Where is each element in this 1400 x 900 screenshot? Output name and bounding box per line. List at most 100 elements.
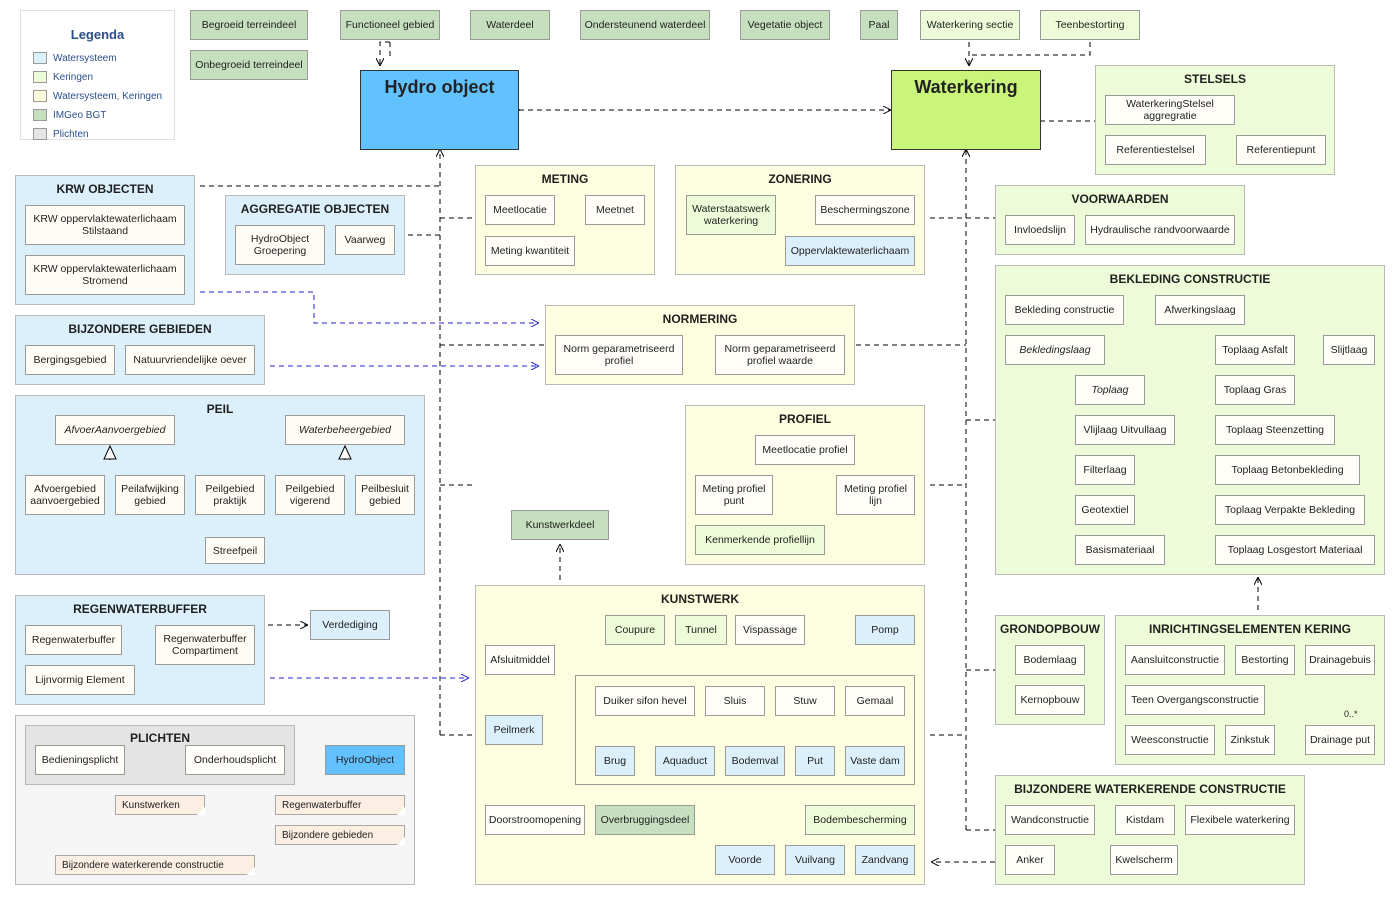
stuw-box[interactable]: Stuw: [775, 686, 835, 716]
meting-kwantiteit-box[interactable]: Meting kwantiteit: [485, 236, 575, 266]
vaste-dam-box[interactable]: Vaste dam: [845, 746, 905, 776]
referentiepunt-box[interactable]: Referentiepunt: [1236, 135, 1326, 165]
afwerkingslaag-box[interactable]: Afwerkingslaag: [1155, 295, 1245, 325]
bijzondere-gebieden-note[interactable]: Bijzondere gebieden: [275, 825, 405, 845]
wandconstructie-box[interactable]: Wandconstructie: [1005, 805, 1095, 835]
peilgebied-praktijk-box[interactable]: Peilgebied praktijk: [195, 475, 265, 515]
verdediging-box[interactable]: Verdediging: [310, 610, 390, 640]
lijnvormig-element-box[interactable]: Lijnvormig Element: [25, 665, 135, 695]
overbruggingsdeel-box[interactable]: Overbruggingsdeel: [595, 805, 695, 835]
toplaag-betonbekleding-box[interactable]: Toplaag Betonbekleding: [1215, 455, 1360, 485]
teen-overgangsconstructie-box[interactable]: Teen Overgangsconstructie: [1125, 685, 1265, 715]
doorstroomopening-box[interactable]: Doorstroomopening: [485, 805, 585, 835]
afvoergebied-aanvoergebied-box[interactable]: Afvoergebied aanvoergebied: [25, 475, 105, 515]
bekleding-constructie-box[interactable]: Bekleding constructie: [1005, 295, 1124, 325]
flexibele-waterkering-box[interactable]: Flexibele waterkering: [1185, 805, 1295, 835]
meting-profiel-lijn-box[interactable]: Meting profiel lijn: [836, 475, 915, 515]
onbegroeid-terreindeel-box[interactable]: Onbegroeid terreindeel: [190, 50, 308, 80]
drainagebuis-box[interactable]: Drainagebuis: [1305, 645, 1375, 675]
regenwaterbuffer-note[interactable]: Regenwaterbuffer: [275, 795, 405, 815]
peilafwijking-gebied-box[interactable]: Peilafwijking gebied: [115, 475, 185, 515]
norm-geparametriseerd-profiel-box[interactable]: Norm geparametriseerd profiel: [555, 335, 683, 375]
kunstwerkdeel-box[interactable]: Kunstwerkdeel: [511, 510, 609, 540]
meting-profiel-punt-box[interactable]: Meting profiel punt: [695, 475, 773, 515]
kunstwerken-note[interactable]: Kunstwerken: [115, 795, 205, 815]
waterbeheergebied-box[interactable]: Waterbeheergebied: [285, 415, 405, 445]
slijtlaag-box[interactable]: Slijtlaag: [1323, 335, 1375, 365]
sluis-box[interactable]: Sluis: [705, 686, 765, 716]
aquaduct-box[interactable]: Aquaduct: [655, 746, 715, 776]
vuilvang-box[interactable]: Vuilvang: [785, 845, 845, 875]
meetnet-box[interactable]: Meetnet: [585, 195, 645, 225]
krw-stilstaand-box[interactable]: KRW oppervlaktewaterlichaam Stilstaand: [25, 205, 185, 245]
vaarweg-box[interactable]: Vaarweg: [335, 225, 395, 255]
pomp-box[interactable]: Pomp: [855, 615, 915, 645]
kenmerkende-profiellijn-box[interactable]: Kenmerkende profiellijn: [695, 525, 825, 555]
bekledingslaag-box[interactable]: Bekledingslaag: [1005, 335, 1105, 365]
waterdeel-box[interactable]: Waterdeel: [470, 10, 550, 40]
bijzondere-waterkerende-constructie-note[interactable]: Bijzondere waterkerende constructie: [55, 855, 255, 875]
regenwaterbuffer-box[interactable]: Regenwaterbuffer: [25, 625, 122, 655]
weesconstructie-box[interactable]: Weesconstructie: [1125, 725, 1215, 755]
begroeid-terreindeel-box[interactable]: Begroeid terreindeel: [190, 10, 308, 40]
meetlocatie-box[interactable]: Meetlocatie: [485, 195, 555, 225]
vispassage-box[interactable]: Vispassage: [735, 615, 805, 645]
kwelscherm-box[interactable]: Kwelscherm: [1110, 845, 1178, 875]
tunnel-box[interactable]: Tunnel: [675, 615, 727, 645]
bestorting-box[interactable]: Bestorting: [1235, 645, 1295, 675]
waterkering-box[interactable]: Waterkering: [891, 70, 1041, 150]
basismateriaal-box[interactable]: Basismateriaal: [1075, 535, 1165, 565]
streefpeil-box[interactable]: Streefpeil: [205, 537, 265, 564]
ondersteunend-waterdeel-box[interactable]: Ondersteunend waterdeel: [580, 10, 710, 40]
bodemlaag-box[interactable]: Bodemlaag: [1015, 645, 1085, 675]
regenwaterbuffer-compartiment-box[interactable]: Regenwaterbuffer Compartiment: [155, 625, 255, 665]
filterlaag-box[interactable]: Filterlaag: [1075, 455, 1135, 485]
peilmerk-box[interactable]: Peilmerk: [485, 715, 543, 745]
invloedslijn-box[interactable]: Invloedslijn: [1005, 215, 1075, 245]
gemaal-box[interactable]: Gemaal: [845, 686, 905, 716]
toplaag-asfalt-box[interactable]: Toplaag Asfalt: [1215, 335, 1295, 365]
onderhoudsplicht-box[interactable]: Onderhoudsplicht: [185, 745, 285, 775]
duiker-sifon-hevel-box[interactable]: Duiker sifon hevel: [595, 686, 695, 716]
afvoeraanvoergebied-box[interactable]: AfvoerAanvoergebied: [55, 415, 175, 445]
afsluitmiddel-box[interactable]: Afsluitmiddel: [485, 645, 555, 675]
hydroobject-groepering-box[interactable]: HydroObject Groepering: [235, 225, 325, 265]
geotextiel-box[interactable]: Geotextiel: [1075, 495, 1135, 525]
aansluitconstructie-box[interactable]: Aansluitconstructie: [1125, 645, 1225, 675]
functioneel-gebied-box[interactable]: Functioneel gebied: [340, 10, 440, 40]
hydroobject-plicht-box[interactable]: HydroObject: [325, 745, 405, 775]
meetlocatie-profiel-box[interactable]: Meetlocatie profiel: [755, 435, 855, 465]
bergingsgebied-box[interactable]: Bergingsgebied: [25, 345, 115, 375]
toplaag-losgestort-materiaal-box[interactable]: Toplaag Losgestort Materiaal: [1215, 535, 1375, 565]
beschermingszone-box[interactable]: Beschermingszone: [815, 195, 915, 225]
natuurvriendelijke-oever-box[interactable]: Natuurvriendelijke oever: [125, 345, 255, 375]
paal-box[interactable]: Paal: [860, 10, 898, 40]
zandvang-box[interactable]: Zandvang: [855, 845, 915, 875]
toplaag-box[interactable]: Toplaag: [1075, 375, 1145, 405]
put-box[interactable]: Put: [795, 746, 835, 776]
krw-stromend-box[interactable]: KRW oppervlaktewaterlichaam Stromend: [25, 255, 185, 295]
waterstaatswerk-waterkering-box[interactable]: Waterstaatswerk waterkering: [686, 195, 776, 235]
bodemval-box[interactable]: Bodemval: [725, 746, 785, 776]
anker-box[interactable]: Anker: [1005, 845, 1055, 875]
coupure-box[interactable]: Coupure: [605, 615, 665, 645]
bodembescherming-box[interactable]: Bodembescherming: [805, 805, 915, 835]
vlijlaag-uitvullaag-box[interactable]: Vlijlaag Uitvullaag: [1075, 415, 1175, 445]
norm-geparametriseerd-profiel-waarde-box[interactable]: Norm geparametriseerd profiel waarde: [715, 335, 845, 375]
referentiestelsel-box[interactable]: Referentiestelsel: [1105, 135, 1206, 165]
toplaag-gras-box[interactable]: Toplaag Gras: [1215, 375, 1295, 405]
brug-box[interactable]: Brug: [595, 746, 635, 776]
teenbestorting-box[interactable]: Teenbestorting: [1040, 10, 1140, 40]
hydraulische-randvoorwaarde-box[interactable]: Hydraulische randvoorwaarde: [1085, 215, 1235, 245]
voorde-box[interactable]: Voorde: [715, 845, 775, 875]
oppervlaktewaterlichaam-box[interactable]: Oppervlaktewaterlichaam: [785, 236, 915, 266]
bedieningsplicht-box[interactable]: Bedieningsplicht: [35, 745, 125, 775]
vegetatie-object-box[interactable]: Vegetatie object: [740, 10, 830, 40]
zinkstuk-box[interactable]: Zinkstuk: [1225, 725, 1275, 755]
toplaag-steenzetting-box[interactable]: Toplaag Steenzetting: [1215, 415, 1335, 445]
peilgebied-vigerend-box[interactable]: Peilgebied vigerend: [275, 475, 345, 515]
drainage-put-box[interactable]: Drainage put: [1305, 725, 1375, 755]
kistdam-box[interactable]: Kistdam: [1115, 805, 1175, 835]
peilbesluit-gebied-box[interactable]: Peilbesluit gebied: [355, 475, 415, 515]
waterkering-sectie-box[interactable]: Waterkering sectie: [920, 10, 1020, 40]
